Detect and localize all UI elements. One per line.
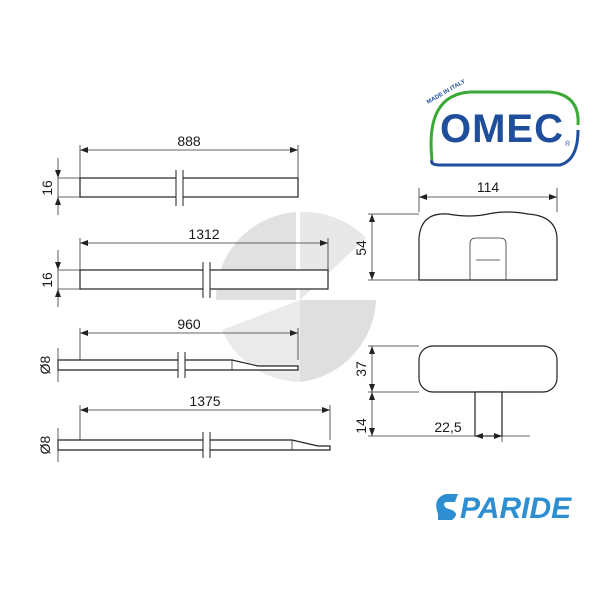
handle-stem-width-label: 22,5 [434,419,461,435]
paride-logo: PARIDE [436,492,572,525]
handle-stem-height-label: 14 [353,418,369,434]
rod-2: 1312 16 [39,226,329,307]
rod-4-section-label: Ø8 [37,435,53,454]
handle-front-view: 114 54 [353,179,558,281]
handle-side-stem [474,391,503,437]
rod-4-body [57,439,331,451]
registered-mark: ® [565,140,571,148]
watermark-logo [215,211,376,382]
rod-3-section-label: Ø8 [37,355,53,374]
rod-3: 960 Ø8 [37,316,299,382]
handle-side-body [418,345,558,393]
handle-side-view: 37 14 22,5 [353,345,558,442]
rod-1-length-label: 888 [177,133,201,149]
handle-front-body [418,211,558,281]
handle-height-label: 54 [353,240,369,256]
rod-2-section-label: 16 [39,272,55,288]
rod-1-section-label: 16 [39,180,55,196]
rod-2-length-label: 1312 [188,226,219,242]
paride-logo-text: PARIDE [460,492,572,525]
paride-s-icon [436,494,458,520]
handle-width-label: 114 [477,179,500,195]
rod-1-body [79,177,299,198]
rod-4-length-label: 1375 [189,393,220,409]
handle-body-height-label: 37 [353,361,369,377]
omec-logo-text: OMEC [440,107,564,151]
rod-3-length-label: 960 [177,316,201,332]
rod-4: 1375 Ø8 [37,393,331,462]
omec-logo: MADE IN ITALY OMEC ® [426,79,580,167]
rod-1: 888 16 [39,133,299,215]
